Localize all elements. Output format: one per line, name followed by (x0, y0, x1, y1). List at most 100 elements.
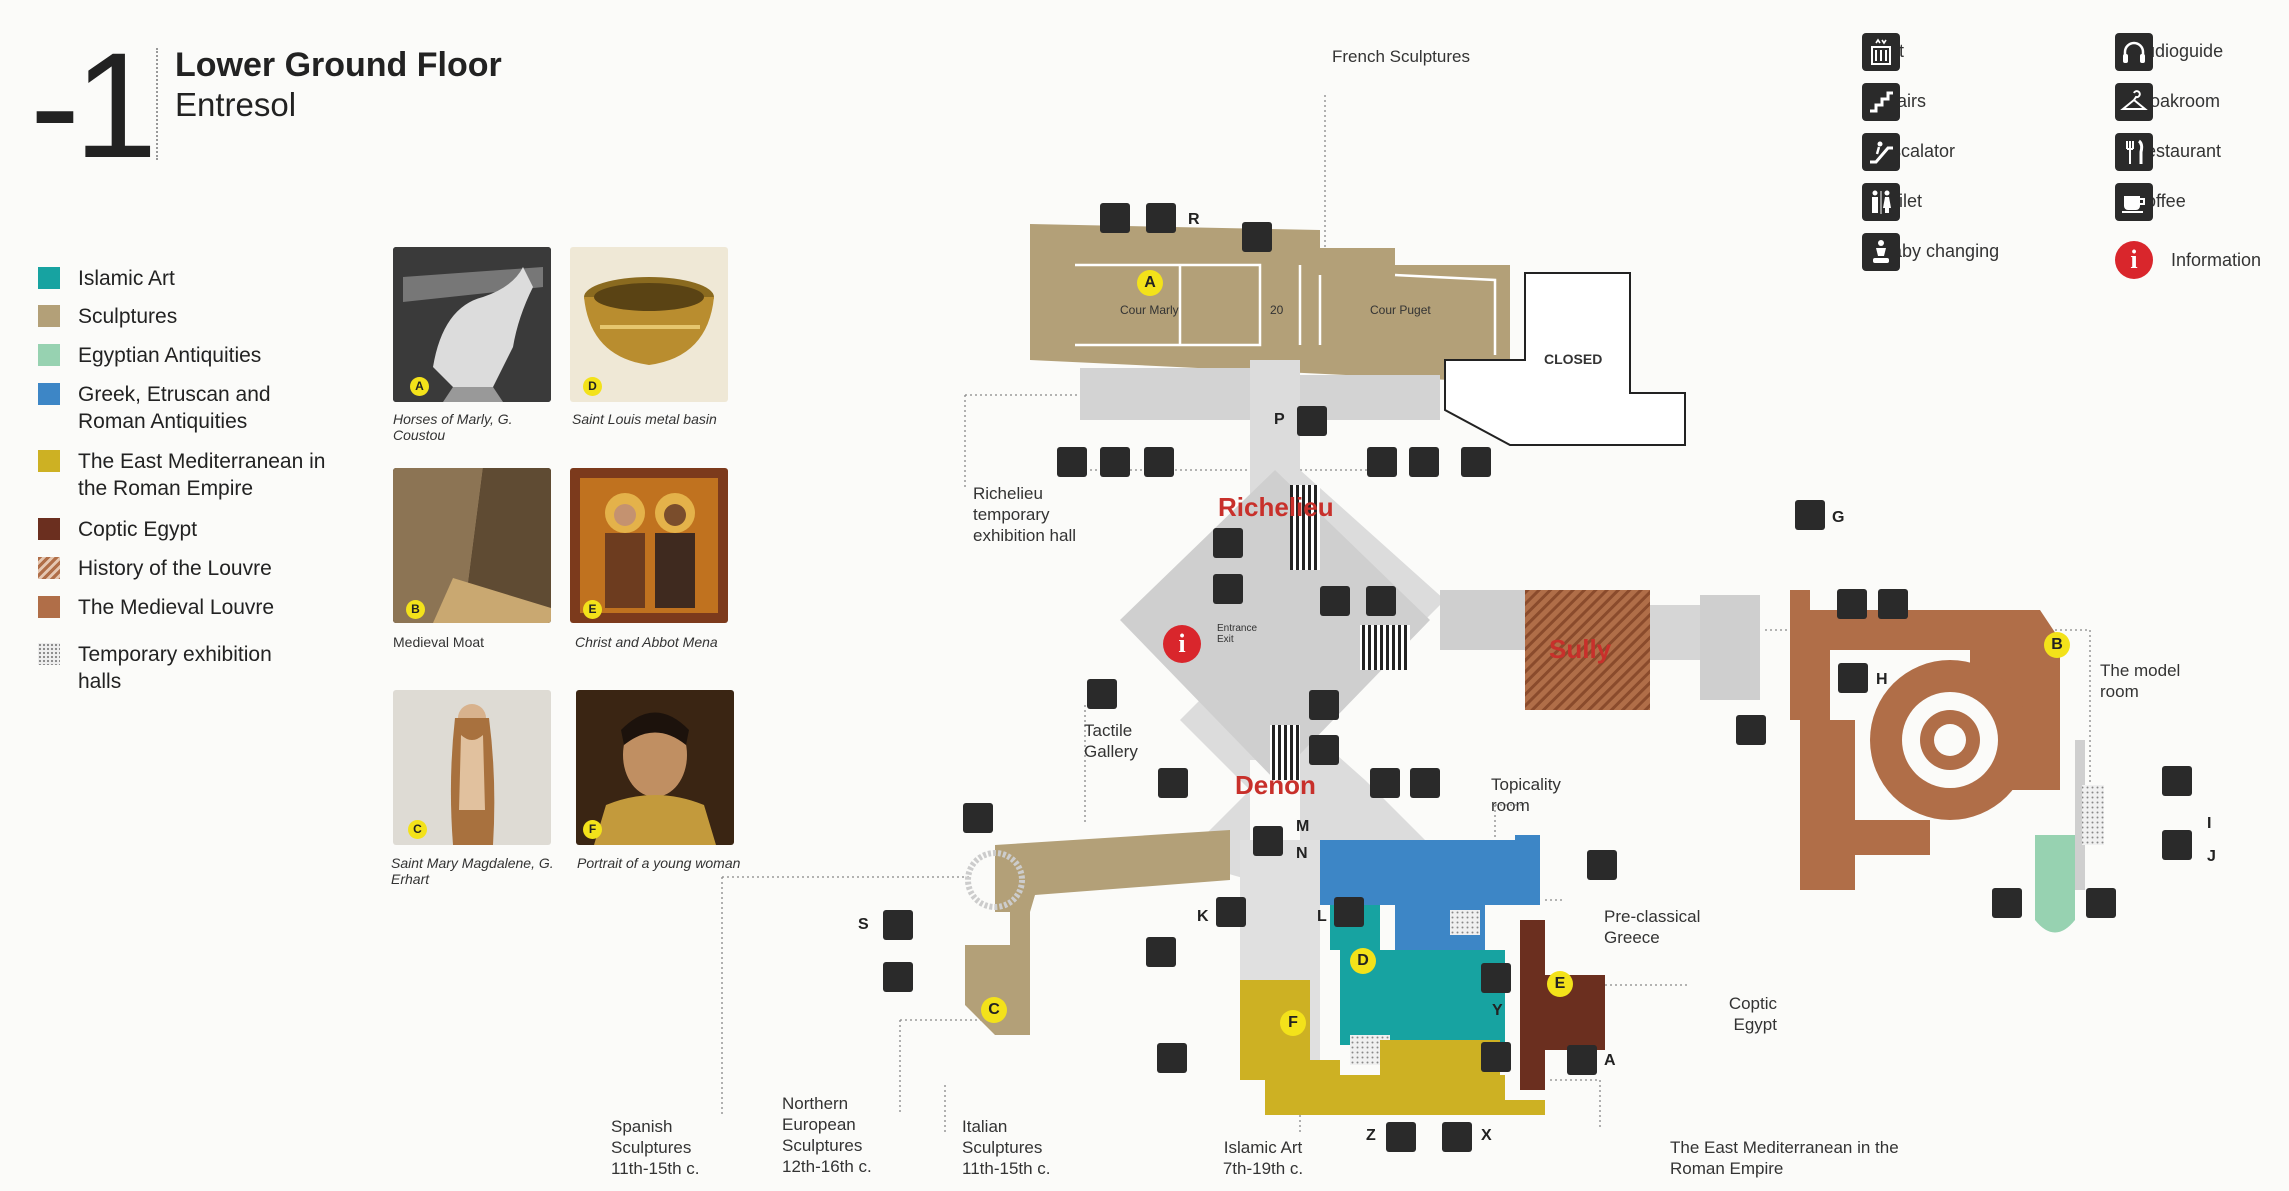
escalator-icon[interactable] (1461, 447, 1491, 477)
escalator-icon[interactable] (1309, 690, 1339, 720)
escalator-icon[interactable] (1213, 574, 1243, 604)
label-french-sculptures: French Sculptures (1332, 47, 1470, 66)
legend-label: History of the Louvre (78, 557, 272, 580)
stairs-icon[interactable] (1242, 222, 1272, 252)
key-item-coffee: Coffee (2115, 182, 2186, 221)
label-room-20: 20 (1270, 303, 1284, 317)
baby-changing-icon[interactable] (1410, 768, 1440, 798)
map-information-icon[interactable]: i (1163, 625, 1201, 663)
map-badge-a[interactable]: A (1137, 270, 1163, 296)
legend-item: History of the Louvre (38, 555, 338, 582)
highlight-caption-d: Saint Louis metal basin (572, 411, 717, 427)
stairs-icon[interactable] (1146, 937, 1176, 967)
stairs-icon[interactable] (1992, 888, 2022, 918)
lift-icon[interactable] (1838, 663, 1868, 693)
stairs-icon[interactable] (1587, 850, 1617, 880)
key-label: Restaurant (2133, 141, 2222, 161)
lift-icon[interactable] (1795, 500, 1825, 530)
map-letter-p: P (1274, 411, 1285, 428)
key-item-stairs: Stairs (1862, 82, 1926, 121)
audioguide-icon[interactable] (1309, 735, 1339, 765)
floor-number: -1 (30, 21, 157, 189)
legend-swatch (38, 557, 60, 579)
map-badge-f[interactable]: F (1280, 1010, 1306, 1036)
thumb-saint-mary-magdalene (393, 690, 551, 845)
label-italian-sculptures: Italian Sculptures 11th-15th c. (962, 1117, 1051, 1178)
legend-item: Temporary exhibition halls (38, 641, 278, 695)
stairs-icon[interactable] (963, 803, 993, 833)
lift-icon[interactable] (1146, 203, 1176, 233)
legend-swatch (38, 643, 60, 665)
lift-icon[interactable] (1334, 897, 1364, 927)
map-letter-j: J (2207, 848, 2216, 865)
lift-icon[interactable] (1253, 826, 1283, 856)
map-badge-d[interactable]: D (1350, 948, 1376, 974)
coffee-icon (2115, 182, 2153, 221)
toilet-icon (1862, 182, 1900, 221)
map-badge-c[interactable]: C (981, 997, 1007, 1023)
map-letter-a: A (1604, 1052, 1616, 1069)
toilet-icon[interactable] (2162, 766, 2192, 796)
legend-item: Greek, Etruscan and Roman Antiquities (38, 381, 298, 435)
lift-icon[interactable] (1481, 963, 1511, 993)
label-spanish-sculptures: Spanish Sculptures 11th-15th c. (611, 1117, 700, 1178)
highlight-badge-d: D (583, 377, 602, 396)
key-item-restaurant: Restaurant (2115, 132, 2222, 171)
stairs-icon[interactable] (1736, 715, 1766, 745)
tactile-icon[interactable] (1087, 679, 1117, 709)
highlight-badge-c: C (408, 820, 427, 839)
label-cour-marly: Cour Marly (1120, 303, 1179, 317)
restaurant-icon[interactable] (1057, 447, 1087, 477)
key-item-information: i Information (2115, 241, 2261, 279)
map-letter-g: G (1832, 509, 1845, 526)
audioguide-icon[interactable] (1366, 586, 1396, 616)
highlight-caption-c: Saint Mary Magdalene, G. Erhart (391, 855, 554, 887)
lift-icon[interactable] (883, 910, 913, 940)
toilet-icon[interactable] (1481, 1042, 1511, 1072)
stairs-icon[interactable] (883, 962, 913, 992)
map-badge-e[interactable]: E (1547, 971, 1573, 997)
coffee-icon[interactable] (1100, 447, 1130, 477)
legend-swatch (38, 305, 60, 327)
map-letter-r: R (1188, 211, 1200, 228)
toilet-icon[interactable] (1837, 589, 1867, 619)
audioguide-icon[interactable] (1213, 528, 1243, 558)
key-item-baby-changing: Baby changing (1862, 232, 1999, 271)
highlight-caption-e: Christ and Abbot Mena (575, 634, 718, 650)
legend-item: The Medieval Louvre (38, 594, 338, 621)
thumb-christ-and-abbot-mena (570, 468, 728, 623)
map-letter-k: K (1197, 908, 1209, 925)
map-letter-y: Y (1492, 1002, 1503, 1019)
lift-icon[interactable] (1216, 897, 1246, 927)
baby-changing-icon[interactable] (1878, 589, 1908, 619)
page-subtitle: Entresol (175, 86, 297, 123)
escalator-icon (1862, 132, 1900, 171)
baby-changing-icon[interactable] (1409, 447, 1439, 477)
audioguide-icon (2115, 32, 2153, 71)
escalator-icon[interactable] (1320, 586, 1350, 616)
thumb-horses-of-marly (393, 247, 551, 402)
lift-icon[interactable] (1297, 406, 1327, 436)
lift-icon[interactable] (2162, 830, 2192, 860)
toilet-icon[interactable] (1100, 203, 1130, 233)
cloakroom-icon (2115, 82, 2153, 121)
lift-icon[interactable] (1386, 1122, 1416, 1152)
label-northern-sculptures: Northern European Sculptures 12th-16th c… (782, 1094, 872, 1176)
lift-icon[interactable] (1567, 1045, 1597, 1075)
toilet-icon[interactable] (1144, 447, 1174, 477)
map-letter-h: H (1876, 671, 1888, 688)
map-letter-x: X (1481, 1127, 1492, 1144)
stairs-icon[interactable] (2086, 888, 2116, 918)
label-cour-puget: Cour Puget (1370, 303, 1431, 317)
map-badge-b[interactable]: B (2044, 632, 2070, 658)
map-letter-s: S (858, 916, 869, 933)
toilet-icon[interactable] (1370, 768, 1400, 798)
legend-swatch (38, 596, 60, 618)
toilet-icon[interactable] (1158, 768, 1188, 798)
lift-icon[interactable] (1442, 1122, 1472, 1152)
thumb-medieval-moat (393, 468, 551, 623)
legend-item: Coptic Egypt (38, 516, 338, 543)
legend-label: Coptic Egypt (78, 518, 198, 541)
toilet-icon[interactable] (1367, 447, 1397, 477)
stairs-icon[interactable] (1157, 1043, 1187, 1073)
